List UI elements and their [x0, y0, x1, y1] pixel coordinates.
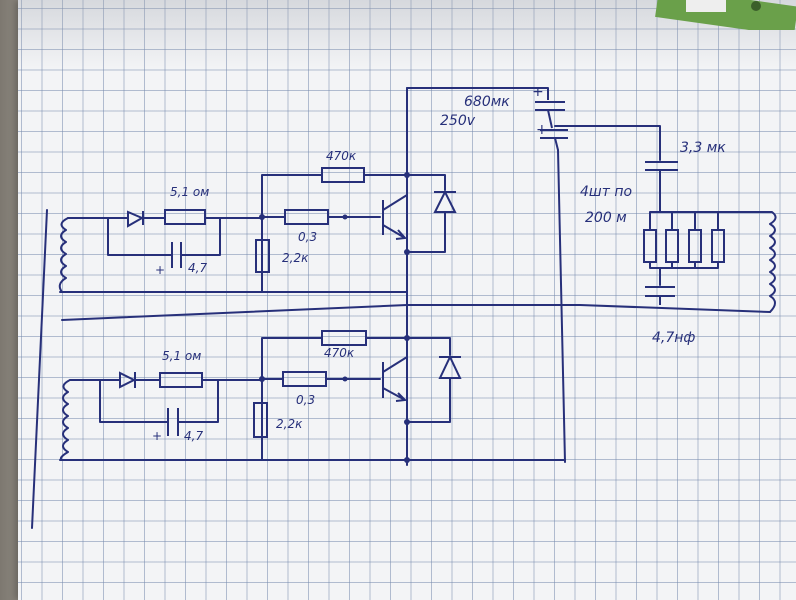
plus-label: +	[532, 84, 544, 100]
plus-label: +	[155, 263, 165, 277]
lower-cap-wires	[99, 379, 219, 423]
cap-47nf-label: 4,7нф	[652, 330, 695, 346]
upper-feedback-wires	[261, 174, 408, 293]
lower-transistor-icon	[382, 356, 408, 402]
capacitor-4-7nf	[645, 286, 675, 305]
res-22k-bottom-label: 2,2к	[276, 417, 303, 431]
upper-transistor-icon	[382, 194, 408, 240]
plus-label: +	[536, 122, 548, 138]
cap-47-bottom-label: 4,7	[184, 429, 203, 443]
lower-capacitor-4-7	[167, 408, 179, 436]
cap33-label: 3,3 мк	[680, 140, 726, 156]
lower-diode-icon	[119, 371, 160, 389]
pcb-board-corner	[655, 0, 796, 30]
lower-flyback-diode-icon	[406, 337, 462, 423]
res-03-top-label: 0,3	[298, 230, 317, 244]
res-470k-top-label: 470к	[326, 149, 357, 163]
plus-label: +	[152, 429, 162, 443]
upper-diode-icon	[127, 210, 165, 228]
upper-resistor-0-3	[284, 209, 329, 225]
lamp-resistor-bank	[643, 211, 741, 286]
upper-coil-icon	[58, 217, 69, 293]
lamps-count-label: 4шт по	[580, 184, 632, 200]
res-470k-bottom-label: 470к	[324, 346, 355, 360]
cap33-feed	[554, 125, 661, 161]
middle-output-line	[61, 304, 771, 321]
upper-capacitor-4-7	[171, 242, 182, 268]
upper-resistor-5-1	[164, 209, 206, 225]
upper-resistor-2-2k	[255, 239, 270, 273]
upper-cap-wires	[107, 217, 221, 256]
res-03-bottom-label: 0,3	[296, 393, 315, 407]
cap-47-top-label: 4,7	[188, 261, 207, 275]
res-5-1-bottom-label: 5,1 ом	[162, 349, 201, 363]
capacitor-3-3uf	[645, 161, 678, 212]
lower-resistor-470k	[321, 330, 367, 346]
lower-coil-icon	[59, 379, 71, 461]
lower-feedback-wires	[261, 337, 408, 461]
output-coil-icon	[739, 211, 777, 313]
cap-main-voltage-label: 250v	[440, 113, 476, 129]
lamps-power-label: 200 м	[585, 210, 627, 226]
res-5-1-top-label: 5,1 ом	[170, 185, 209, 199]
lower-resistor-0-3	[282, 371, 327, 387]
lower-resistor-2-2k	[253, 402, 268, 438]
cap-main-label: 680мк	[464, 94, 510, 110]
upper-resistor-470k	[321, 167, 365, 183]
upper-flyback-diode-icon	[406, 174, 457, 253]
main-capacitor-680uf: + +	[532, 84, 568, 151]
lower-resistor-5-1	[159, 372, 203, 388]
res-22k-top-label: 2,2к	[282, 251, 309, 265]
left-margin-line	[31, 209, 48, 529]
